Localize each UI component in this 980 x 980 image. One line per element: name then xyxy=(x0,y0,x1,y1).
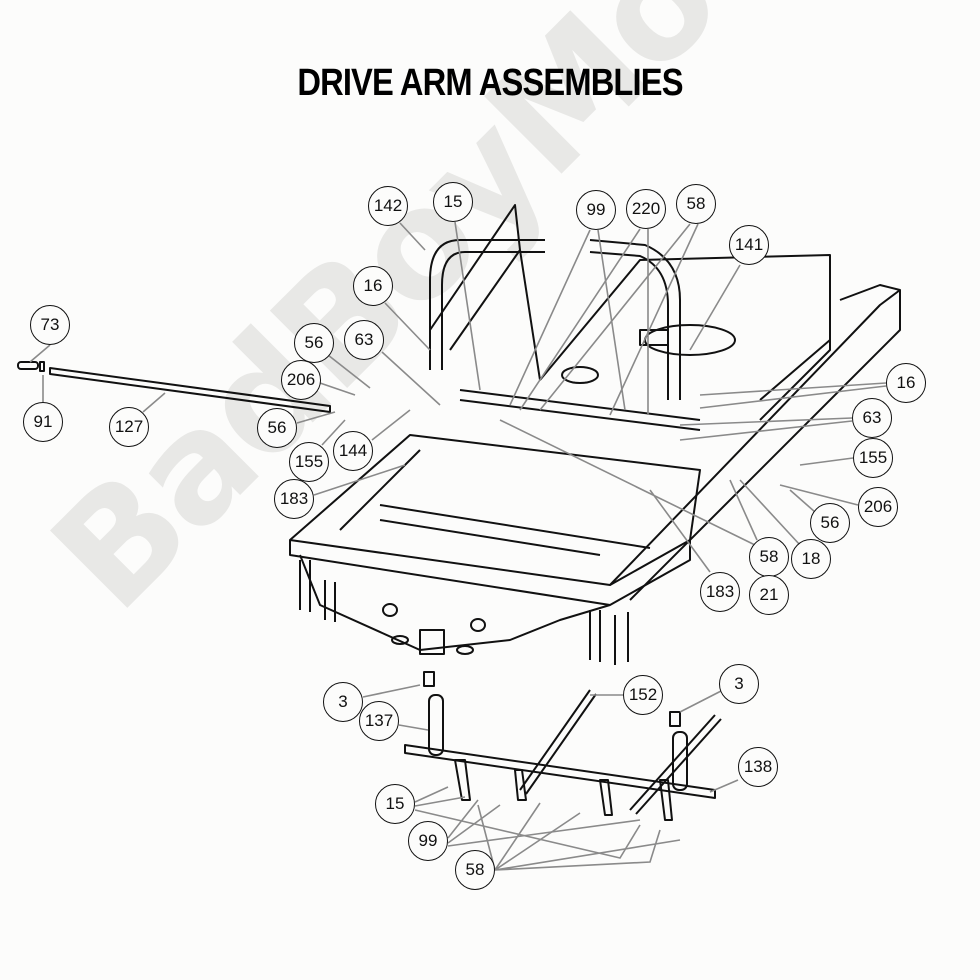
part-callout-73[interactable]: 73 xyxy=(30,305,70,345)
part-callout-63[interactable]: 63 xyxy=(852,398,892,438)
part-callout-155[interactable]: 155 xyxy=(853,438,893,478)
rod-127-drawing xyxy=(17,361,331,413)
rear-panel-drawing xyxy=(429,204,901,431)
part-callout-16[interactable]: 16 xyxy=(886,363,926,403)
part-callout-206[interactable]: 206 xyxy=(858,487,898,527)
page-title: DRIVE ARM ASSEMBLIES xyxy=(297,62,683,104)
part-callout-58[interactable]: 58 xyxy=(749,537,789,577)
part-callout-220[interactable]: 220 xyxy=(626,189,666,229)
part-callout-183[interactable]: 183 xyxy=(700,572,740,612)
part-callout-137[interactable]: 137 xyxy=(359,701,399,741)
part-callout-99[interactable]: 99 xyxy=(576,190,616,230)
part-callout-155[interactable]: 155 xyxy=(289,442,329,482)
part-callout-58[interactable]: 58 xyxy=(676,184,716,224)
part-callout-127[interactable]: 127 xyxy=(109,407,149,447)
part-callout-206[interactable]: 206 xyxy=(281,360,321,400)
part-callout-56[interactable]: 56 xyxy=(257,408,297,448)
part-callout-56[interactable]: 56 xyxy=(810,503,850,543)
part-callout-3[interactable]: 3 xyxy=(323,682,363,722)
part-callout-152[interactable]: 152 xyxy=(623,675,663,715)
leader-lines xyxy=(29,221,887,871)
part-callout-144[interactable]: 144 xyxy=(333,431,373,471)
part-callout-142[interactable]: 142 xyxy=(368,186,408,226)
part-callout-58[interactable]: 58 xyxy=(455,850,495,890)
part-callout-16[interactable]: 16 xyxy=(353,266,393,306)
part-callout-63[interactable]: 63 xyxy=(344,320,384,360)
part-callout-21[interactable]: 21 xyxy=(749,575,789,615)
part-callout-183[interactable]: 183 xyxy=(274,479,314,519)
part-callout-141[interactable]: 141 xyxy=(729,225,769,265)
part-callout-15[interactable]: 15 xyxy=(375,784,415,824)
part-callout-56[interactable]: 56 xyxy=(294,323,334,363)
drive-arm-assembly-138-drawing xyxy=(404,671,722,821)
part-callout-18[interactable]: 18 xyxy=(791,539,831,579)
part-callout-138[interactable]: 138 xyxy=(738,747,778,787)
part-callout-15[interactable]: 15 xyxy=(433,182,473,222)
part-callout-99[interactable]: 99 xyxy=(408,821,448,861)
part-callout-3[interactable]: 3 xyxy=(719,664,759,704)
part-callout-91[interactable]: 91 xyxy=(23,402,63,442)
